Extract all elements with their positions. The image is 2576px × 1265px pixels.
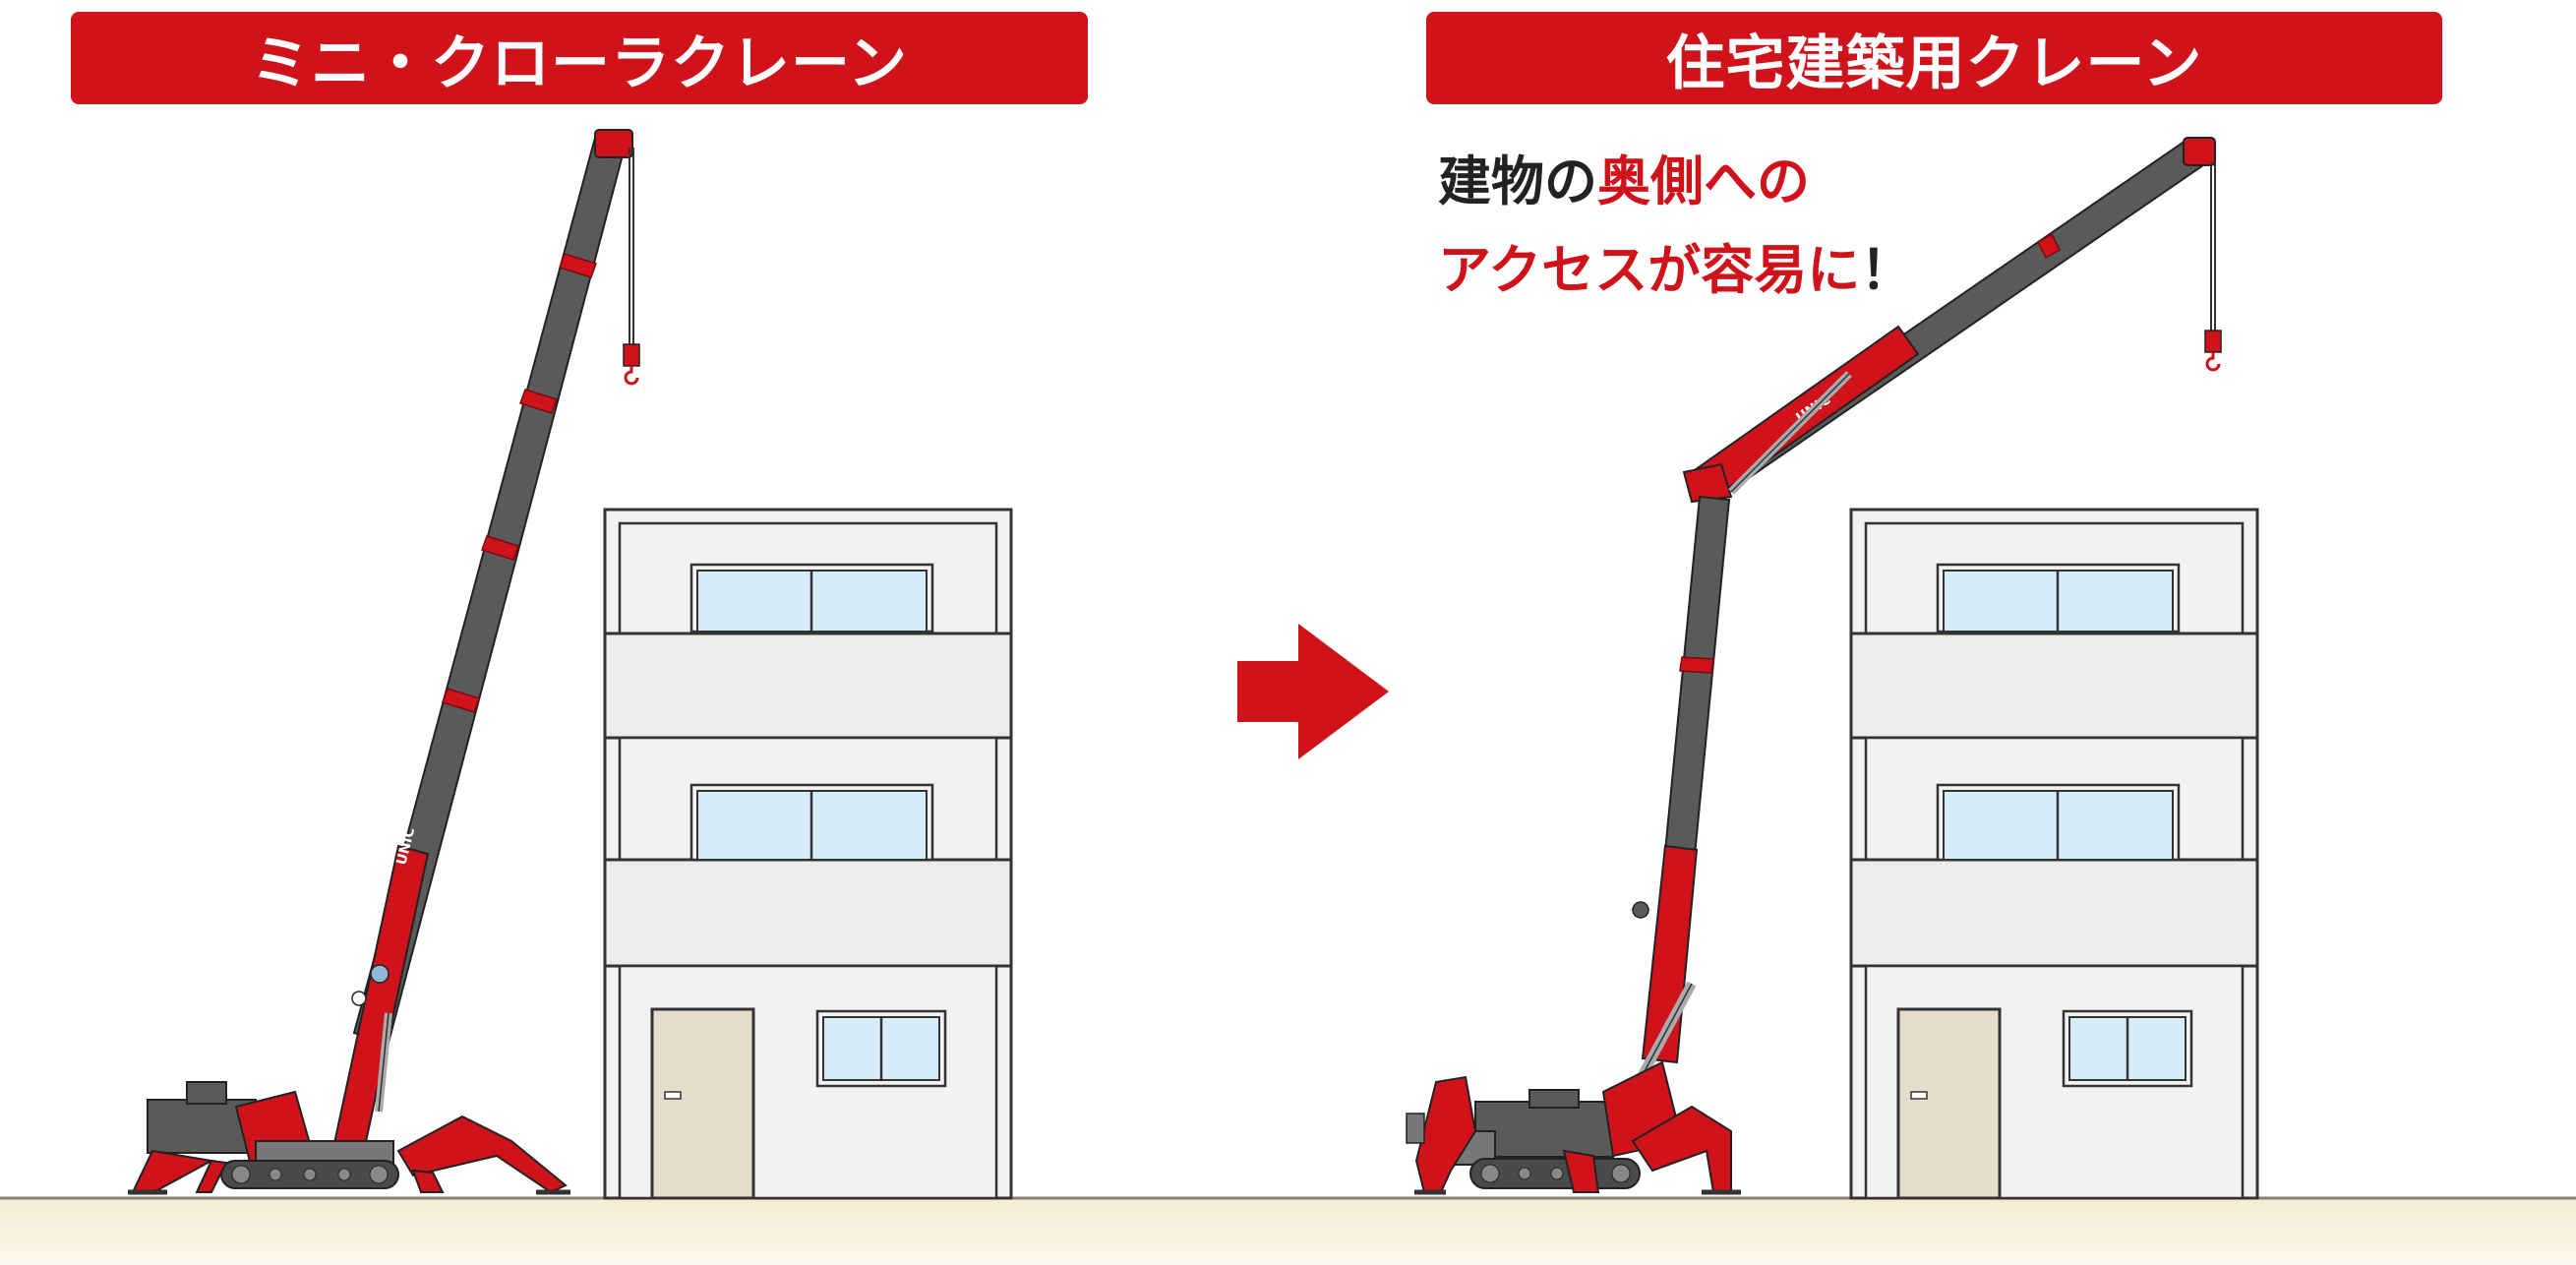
building-right — [1849, 508, 2259, 1200]
tagline-part: の — [1757, 151, 1810, 212]
building-left — [603, 508, 1013, 1200]
window — [1936, 563, 2181, 633]
hook-icon — [623, 343, 640, 386]
house-construction-crane: UNIC — [1406, 137, 2222, 1195]
door — [1896, 1007, 2002, 1200]
tagline-part: ！ — [1860, 239, 1914, 301]
tagline-part: 建物の — [1438, 151, 1597, 212]
mini-crawler-crane: UNIC — [128, 129, 640, 1195]
tagline-line-2: アクセスが容易に！ — [1438, 226, 1913, 315]
left-title-banner: ミニ・クローラクレーン — [71, 12, 1088, 104]
window — [815, 1009, 947, 1088]
tagline-part-highlight: アクセスが容易に — [1438, 239, 1861, 301]
hook-icon — [2204, 330, 2222, 372]
door — [650, 1007, 755, 1200]
window — [1936, 783, 2181, 862]
window — [689, 783, 934, 862]
left-title: ミニ・クローラクレーン — [251, 29, 908, 98]
right-title-banner: 住宅建築用クレーン — [1426, 12, 2442, 104]
ground — [0, 1198, 2576, 1265]
arrow-right-icon — [1237, 624, 1389, 759]
tagline-line-1: 建物の奥側への — [1438, 138, 1913, 226]
window — [2062, 1009, 2193, 1088]
tagline: 建物の奥側への アクセスが容易に！ — [1438, 138, 1913, 315]
tagline-part-highlight: 奥側へ — [1597, 151, 1757, 212]
right-title: 住宅建築用クレーン — [1665, 29, 2203, 98]
crane-main-boom — [1662, 495, 1731, 868]
window — [689, 563, 934, 633]
